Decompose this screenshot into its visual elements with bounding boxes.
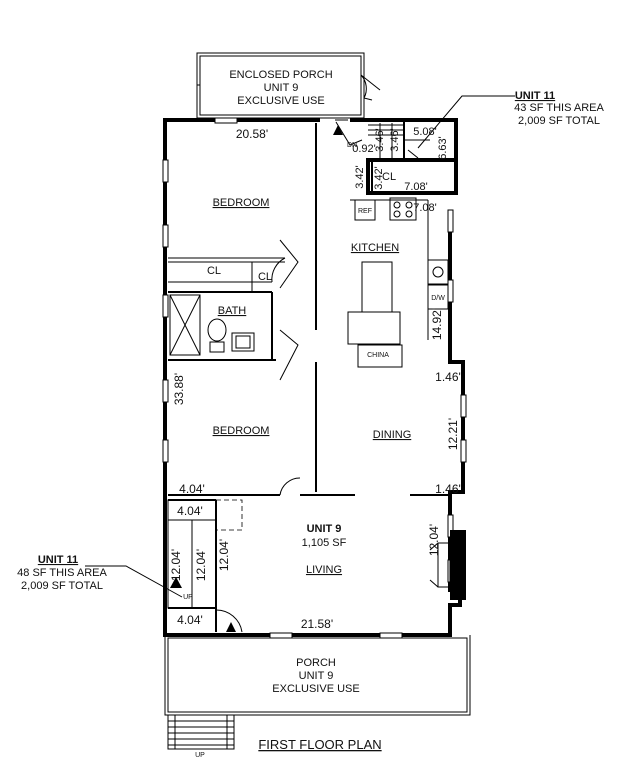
fixture-dn: DN (347, 142, 357, 149)
front-porch (164, 635, 471, 750)
unit9-name: UNIT 9 (307, 523, 342, 535)
porch-label-2: UNIT 9 (299, 670, 334, 682)
enclosed-porch-label-3: EXCLUSIVE USE (237, 95, 324, 107)
porch-label-1: PORCH (296, 657, 336, 669)
exterior-walls (163, 118, 465, 637)
dim-left-offset: 4.04' (179, 482, 205, 496)
dim-stair-width-bottom: 4.04' (177, 613, 203, 627)
windows (162, 117, 467, 639)
enclosed-porch-label-2: UNIT 9 (264, 82, 299, 94)
dim-kitchen-length: 14.92' (430, 308, 444, 340)
leader-lines (85, 95, 515, 598)
unit11-top-total: 2,009 SF TOTAL (518, 115, 600, 127)
unit9-area: 1,105 SF (302, 537, 347, 549)
fixture-china: CHINA (367, 352, 389, 359)
dim-ne-width-b: 7.08' (404, 181, 428, 193)
dim-dining-length: 12.21' (446, 418, 460, 450)
dim-top-width: 20.58' (236, 127, 268, 141)
dim-ne-width-a: 5.08' (413, 126, 437, 138)
room-bedroom-top: BEDROOM (213, 197, 270, 209)
dim-ne-height-b: 3.42' (354, 165, 366, 189)
room-closet: CL (207, 265, 221, 277)
interior-walls (168, 123, 450, 496)
dim-fireplace: 12.04' (427, 524, 441, 556)
dim-ne-height-a: 6.63' (437, 136, 449, 160)
kitchen-fixtures (347, 197, 449, 368)
dim-stair-width-top: 4.04' (177, 504, 203, 518)
unit11-left-area: 48 SF THIS AREA (17, 567, 107, 579)
fixture-up-stair: UP (183, 594, 193, 601)
dim-ne-small-b: 3.46' (389, 128, 401, 152)
room-bedroom-bottom: BEDROOM (213, 425, 270, 437)
dim-bottom-width: 21.58' (301, 617, 333, 631)
dim-bump-b: 1.46' (435, 482, 461, 496)
fireplace (429, 530, 466, 600)
stair-ne (333, 121, 419, 160)
stair-unit11 (167, 499, 243, 633)
unit11-left-total: 2,009 SF TOTAL (21, 580, 103, 592)
fixture-dishwasher: D/W (431, 295, 445, 302)
unit11-left-name: UNIT 11 (38, 554, 78, 566)
dim-ne-small-a: 3.46' (374, 128, 386, 152)
plan-title: FIRST FLOOR PLAN (258, 737, 381, 752)
room-closet-stair: CL (382, 171, 396, 183)
room-closet-small: CL (258, 271, 272, 283)
room-dining: DINING (373, 429, 412, 441)
porch-label-3: EXCLUSIVE USE (272, 683, 359, 695)
fixture-up-porch: UP (195, 752, 205, 759)
fixture-ref: REF (358, 208, 372, 215)
dim-stair-run-c: 12.04' (217, 539, 231, 571)
room-bath: BATH (218, 305, 247, 317)
dim-bump-a: 1.46' (435, 370, 461, 384)
dim-ne-small-c: 0.92' (352, 143, 376, 155)
dim-stair-run-b: 12.04' (194, 549, 208, 581)
unit11-top-area: 43 SF THIS AREA (514, 102, 604, 114)
dim-left-height: 33.88' (172, 373, 186, 405)
room-living: LIVING (306, 564, 342, 576)
dim-stair-run-a: 12.04' (169, 549, 183, 581)
dim-ne-height-c: 3.42' (373, 166, 385, 190)
dim-ne-width-c: 7.08' (413, 202, 437, 214)
room-kitchen: KITCHEN (351, 242, 399, 254)
unit11-top-name: UNIT 11 (515, 90, 555, 102)
enclosed-porch-label-1: ENCLOSED PORCH (229, 69, 332, 81)
